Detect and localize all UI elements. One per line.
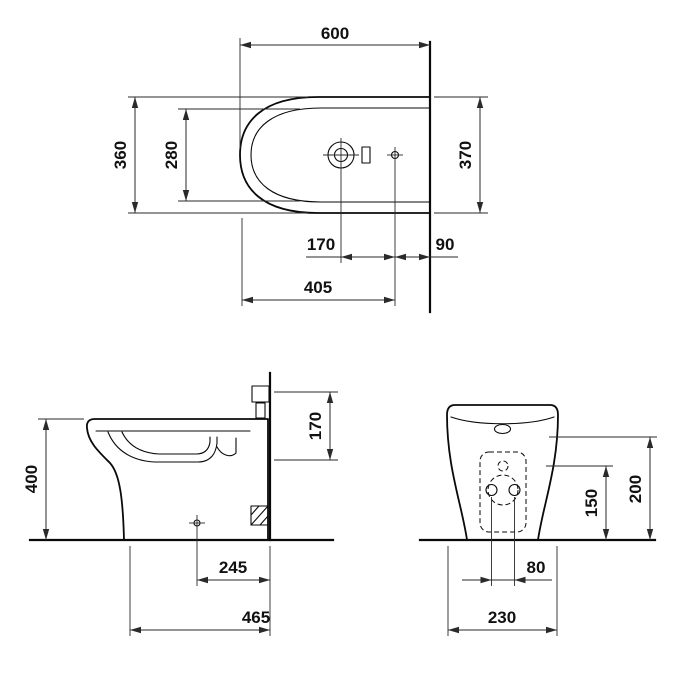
dim-label-170-plan: 170 xyxy=(307,235,335,254)
dim-side-inlet-drop: 170 xyxy=(274,391,338,461)
front-fixing-hole-left xyxy=(485,483,498,497)
dim-side-base-depth: 465 xyxy=(129,546,270,636)
plan-drain-mark xyxy=(387,147,403,163)
side-bowl-inner xyxy=(121,431,211,455)
dim-plan-tap-spacing: 170 xyxy=(306,163,396,306)
front-hidden-drain xyxy=(487,474,519,506)
dim-label-245: 245 xyxy=(219,558,247,577)
plan-bidet-outline xyxy=(239,96,431,214)
front-rim-line xyxy=(450,416,555,425)
side-view: 400 170 245 465 xyxy=(22,371,338,636)
dim-label-80: 80 xyxy=(527,558,546,577)
dim-label-400: 400 xyxy=(22,465,41,493)
dim-label-230: 230 xyxy=(488,608,516,627)
dim-label-465: 465 xyxy=(242,608,270,627)
dim-plan-depth-outer: 360 xyxy=(111,96,308,214)
side-fixing-hole-mark xyxy=(189,515,205,531)
dim-label-280: 280 xyxy=(162,141,181,169)
dim-front-inlet-height: 200 xyxy=(549,436,657,540)
plan-spout-detail xyxy=(361,146,371,164)
plan-bidet-inner-rim xyxy=(250,107,431,203)
dim-label-405: 405 xyxy=(304,278,332,297)
dim-side-fixing-to-wall: 245 xyxy=(196,531,271,636)
side-outlet-hatch xyxy=(250,505,269,526)
dim-plan-front-to-drain: 405 xyxy=(241,218,395,306)
dim-side-height: 400 xyxy=(22,418,84,540)
side-bidet-profile xyxy=(86,418,269,541)
side-inlet-neck xyxy=(255,402,266,419)
front-hidden-overflow xyxy=(497,460,509,472)
side-trap-detail xyxy=(216,437,237,457)
dim-label-200: 200 xyxy=(626,475,645,503)
side-bowl-outer xyxy=(107,431,218,463)
front-fixing-hole-right xyxy=(508,483,521,497)
dim-plan-depth-inner: 280 xyxy=(162,108,300,202)
dim-front-width: 230 xyxy=(447,546,558,636)
front-view: 150 200 80 230 xyxy=(418,404,657,636)
dim-label-600: 600 xyxy=(321,24,349,43)
front-bidet-outline xyxy=(446,404,559,541)
dim-label-150: 150 xyxy=(582,489,601,517)
side-inlet-fitting xyxy=(251,385,270,403)
dim-front-fixing-height: 150 xyxy=(546,465,613,540)
plan-view: 600 360 280 370 170 xyxy=(111,24,488,314)
dim-plan-width: 600 xyxy=(239,24,430,148)
dim-label-360: 360 xyxy=(111,141,130,169)
dim-label-90: 90 xyxy=(436,235,455,254)
front-tap-hole xyxy=(493,423,512,435)
dim-plan-drain-to-wall: 90 xyxy=(395,235,458,261)
dim-label-170-side: 170 xyxy=(306,412,325,440)
front-hidden-body xyxy=(479,451,527,533)
dim-plan-side-width: 370 xyxy=(434,96,488,214)
dim-front-fixing-spacing: 80 xyxy=(462,497,552,586)
plan-tap-hole xyxy=(323,138,359,172)
dim-label-370: 370 xyxy=(456,141,475,169)
